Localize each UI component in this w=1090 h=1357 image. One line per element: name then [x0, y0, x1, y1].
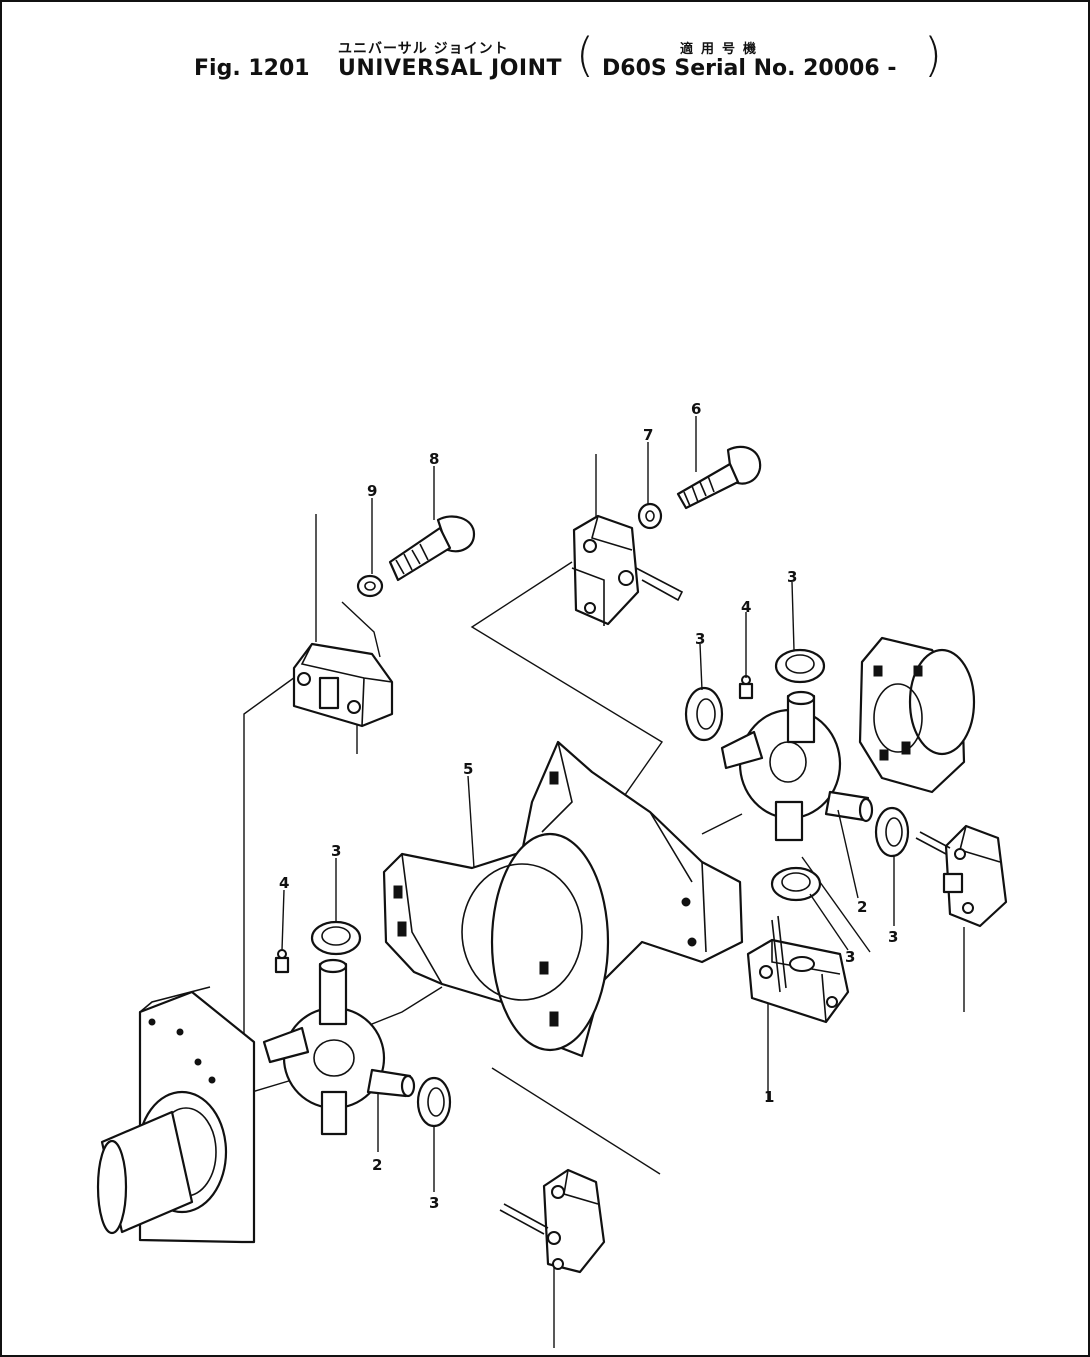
callout-3-top-left: 3 [331, 842, 341, 860]
bearing-cap-lower-right [746, 915, 850, 1024]
grease-fitting-right-4 [738, 675, 754, 700]
applicability-serial: D60S Serial No. 20006 - [602, 56, 897, 81]
callout-5: 5 [463, 760, 473, 778]
lock-washer-7 [637, 502, 663, 530]
callout-3-top-right: 3 [787, 568, 797, 586]
bracket-open: ( [576, 28, 594, 82]
bolt-8 [388, 515, 476, 582]
callout-6: 6 [691, 400, 701, 418]
bolt-6 [676, 445, 762, 510]
callout-1: 1 [764, 1088, 774, 1106]
bearing-cap-left [292, 642, 394, 728]
callout-3-right: 3 [888, 928, 898, 946]
callout-3-bottom: 3 [429, 1194, 439, 1212]
bearing-cap-bottom [499, 1168, 606, 1274]
callout-9: 9 [367, 482, 377, 500]
spider-cross-right-2 [720, 690, 874, 842]
grease-fitting-left-4 [274, 949, 290, 974]
callout-8: 8 [429, 450, 439, 468]
bearing-cup-left-bottom [416, 1076, 452, 1128]
bearing-cup-right-top [774, 648, 826, 684]
bearing-cup-left-top [310, 920, 362, 956]
figure-label: Fig. 1201 [194, 56, 310, 81]
callout-3-right-lower: 3 [845, 948, 855, 966]
yoke-center-5 [382, 740, 744, 1058]
input-flange-right [858, 636, 976, 794]
callout-3-top-mid: 3 [695, 630, 705, 648]
callout-2-left: 2 [372, 1156, 382, 1174]
bracket-close: ) [924, 28, 942, 82]
bearing-cap-middle [571, 514, 684, 626]
title-english: UNIVERSAL JOINT [338, 56, 562, 81]
callout-leaders [281, 416, 895, 1192]
callout-2-right: 2 [857, 898, 867, 916]
callout-7: 7 [643, 426, 653, 444]
callout-4-right: 4 [741, 598, 751, 616]
bearing-cup-right-left [684, 686, 724, 742]
applicability-japanese: 適用号機 [680, 42, 765, 57]
bearing-cap-far-right [915, 824, 1008, 928]
spider-cross-left-2 [262, 958, 416, 1136]
output-flange-shaft [96, 986, 256, 1244]
callout-4-left: 4 [279, 874, 289, 892]
bearing-cup-right-bottom [770, 866, 822, 902]
title-japanese: ユニバーサル ジョイント [338, 41, 509, 57]
bearing-cup-right-side [874, 806, 910, 858]
lock-washer-9 [356, 574, 384, 598]
